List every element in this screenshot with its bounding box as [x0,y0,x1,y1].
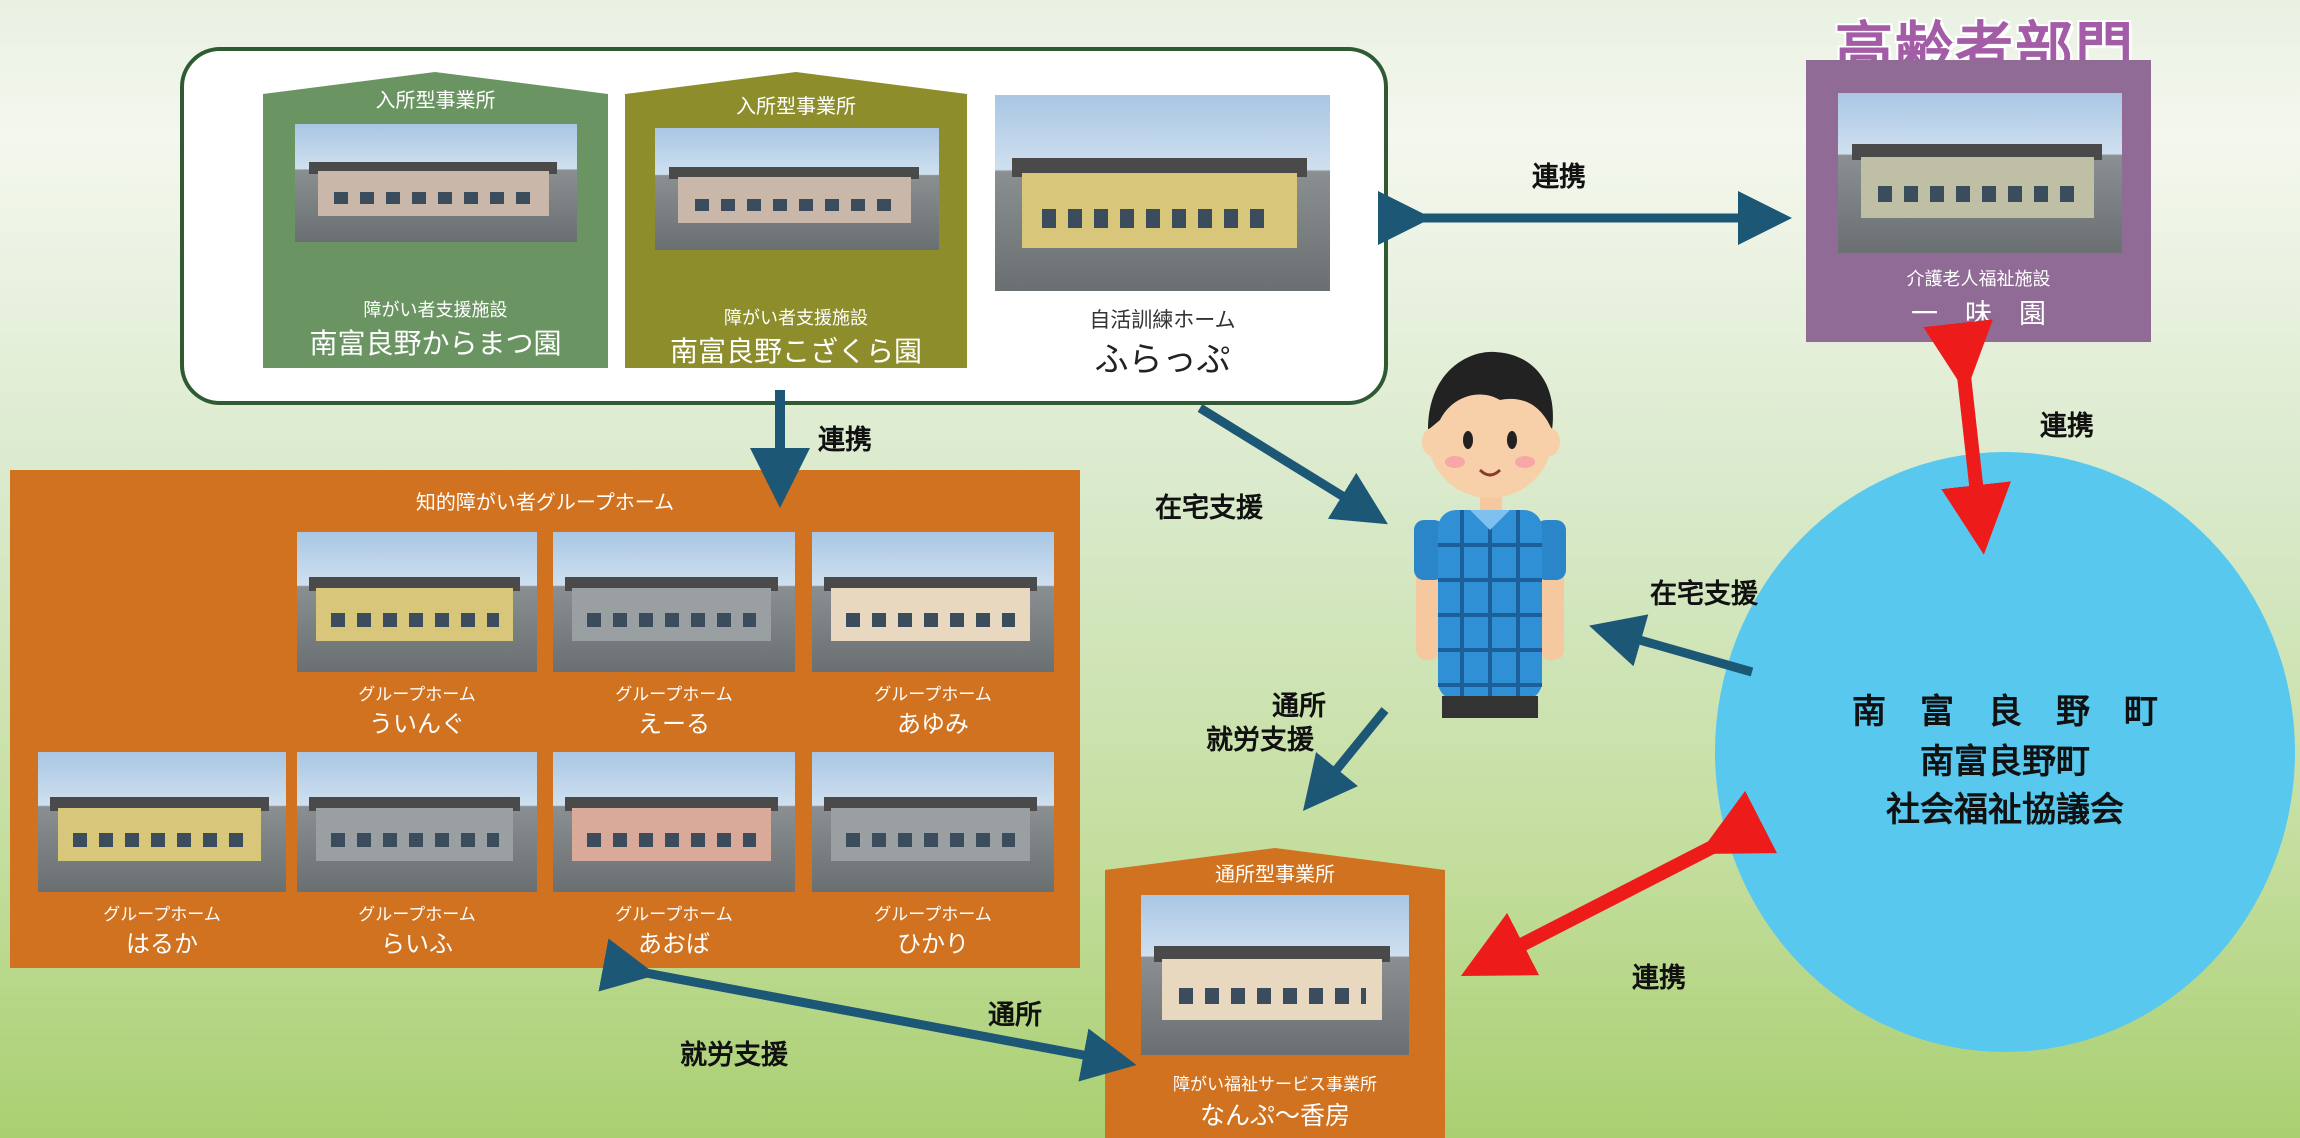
council-name-line2: 社会福祉協議会 [1886,790,2124,830]
gh-type: グループホーム [358,905,476,925]
label-renkei-right: 連携 [2040,411,2094,442]
hikari-photo [812,752,1054,892]
raifu-photo [297,752,537,892]
council-name-line1: 南富良野町 [1920,742,2090,782]
social-welfare-council: 南 富 良 野 町 南富良野町 社会福祉協議会 [1715,452,2295,1052]
group-home-title: 知的障がい者グループホーム [415,490,675,514]
facility-name: 南富良野からまつ園 [309,327,562,360]
facility-category: 入所型事業所 [736,94,856,118]
gh-type: グループホーム [615,685,733,705]
label-renkei-bottom: 連携 [1632,963,1686,994]
senior-facility-ichimien: 介護老人福祉施設 一 味 園 [1806,60,2151,342]
uingu-photo [297,532,537,672]
gh-type: グループホーム [874,685,992,705]
facility-furappu: 自活訓練ホーム ふらっぷ [990,92,1335,382]
gh-name: ういんぐ [369,710,465,738]
facility-type: 介護老人福祉施設 [1906,269,2051,290]
nanpu-photo [1141,895,1409,1055]
ichimien-photo [1838,93,2122,253]
gh-name: あゆみ [897,710,969,738]
gh-type: グループホーム [615,905,733,925]
gh-name: あおば [638,930,710,958]
facility-type: 障がい者支援施設 [363,300,508,321]
person-illustration [1414,351,1566,718]
group-home-panel: 知的障がい者グループホーム グループホーム ういんぐ グループホーム えーる グ… [10,470,1080,968]
facility-name: 南富良野こざくら園 [669,335,922,368]
label-tsusho-1: 通所 [1272,691,1326,722]
facility-name: なんぷ〜香房 [1199,1101,1350,1130]
gh-name: ひかり [897,930,969,958]
gh-type: グループホーム [103,905,221,925]
facility-kozakura: 入所型事業所 障がい者支援施設 南富良野こざくら園 [625,72,967,368]
facility-type: 障がい福祉サービス事業所 [1173,1075,1377,1095]
label-tsusho-2: 通所 [988,1000,1042,1031]
label-zaitaku-left: 在宅支援 [1155,493,1263,524]
label-shuro-2: 就労支援 [680,1040,788,1071]
council-town-name: 南 富 良 野 町 [1852,692,2158,732]
facility-category: 通所型事業所 [1215,862,1335,886]
facility-name: 一 味 園 [1911,299,2046,330]
karamatsu-photo [295,124,577,242]
haruka-photo [38,752,286,892]
facility-name: ふらっぷ [1094,340,1231,380]
facility-category: 入所型事業所 [375,88,496,112]
ayumi-photo [812,532,1054,672]
aoba-photo [553,752,795,892]
label-shuro-1: 就労支援 [1206,725,1314,756]
gh-type: グループホーム [874,905,992,925]
arrow-council-dayservice [1460,790,1778,976]
facility-type: 自活訓練ホーム [1089,308,1236,332]
label-renkei-top: 連携 [1532,162,1586,193]
gh-name: はるか [126,930,198,958]
facility-type: 障がい者支援施設 [724,308,868,329]
day-service-nanpu-kobo: 通所型事業所 障がい福祉サービス事業所 なんぷ〜香房 [1105,848,1445,1138]
label-renkei-left: 連携 [818,425,872,456]
gh-name: らいふ [381,930,453,958]
arrow-person-dayservice [1302,707,1389,811]
kozakura-photo [655,128,939,250]
furappu-photo [995,95,1330,291]
facility-karamatsu-panel: 入所型事業所 障がい者支援施設 南富良野からまつ園 [263,72,608,368]
eeru-photo [553,532,795,672]
gh-type: グループホーム [358,685,476,705]
gh-name: えーる [638,710,710,738]
label-zaitaku-right: 在宅支援 [1650,579,1758,610]
